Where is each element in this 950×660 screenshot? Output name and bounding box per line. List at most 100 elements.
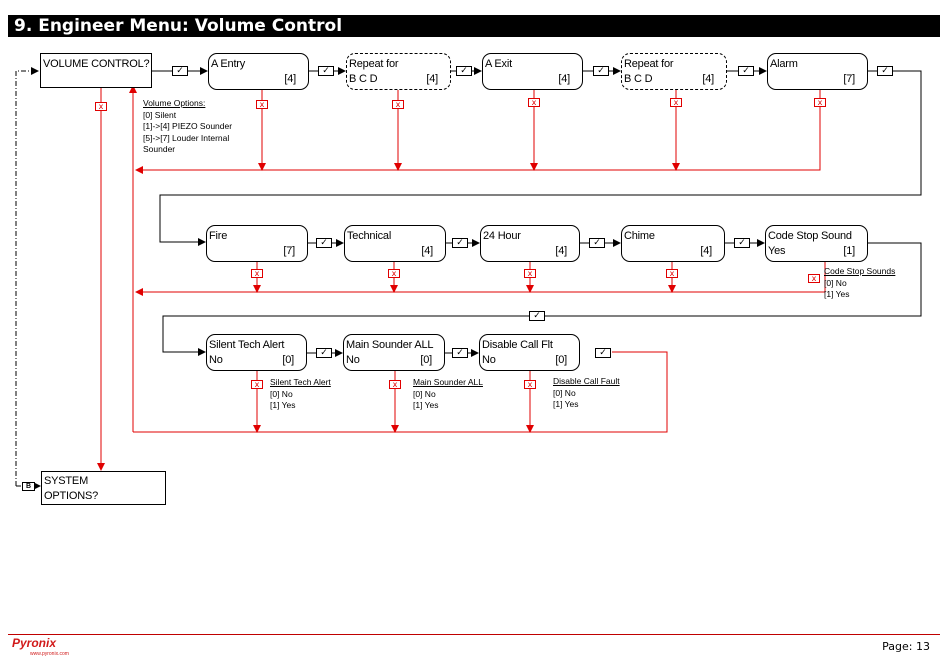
note-silent-tech-alert: Silent Tech Alert [0] No [1] Yes: [270, 377, 331, 412]
brand-url: www.pyronix.com: [30, 651, 69, 657]
menu-box-technical: Technical [4]: [344, 225, 446, 262]
note-volume-options: Volume Options: [0] Silent [1]->[4] PIEZ…: [143, 98, 232, 156]
reject-key-icon: x: [524, 380, 536, 389]
reject-key-icon: x: [666, 269, 678, 278]
accept-key-icon: ✓: [595, 348, 611, 358]
box-label: Technical: [347, 230, 392, 242]
reject-key-icon: x: [808, 274, 820, 283]
box-label: A Entry: [211, 58, 246, 70]
box-value: [4]: [426, 73, 438, 85]
box-label: Code Stop Sound: [768, 230, 852, 242]
reject-key-icon: x: [251, 380, 263, 389]
reject-key-icon: x: [528, 98, 540, 107]
accept-key-icon: ✓: [172, 66, 188, 76]
note-line: [0] No: [553, 387, 576, 398]
accept-key-icon: ✓: [877, 66, 893, 76]
note-title: Main Sounder ALL: [413, 377, 483, 387]
reject-key-icon: x: [670, 98, 682, 107]
reject-key-icon: x: [388, 269, 400, 278]
menu-box-a-entry: A Entry [4]: [208, 53, 309, 90]
note-main-sounder-all: Main Sounder ALL [0] No [1] Yes: [413, 377, 483, 412]
box-value: [7]: [283, 245, 295, 257]
accept-key-icon: ✓: [318, 66, 334, 76]
box-value: [4]: [558, 73, 570, 85]
accept-key-icon: ✓: [734, 238, 750, 248]
note-title: Code Stop Sounds: [824, 266, 896, 276]
box-sublabel: B C D: [624, 73, 653, 85]
box-label: VOLUME CONTROL?: [43, 58, 150, 70]
accept-key-icon: ✓: [529, 311, 545, 321]
box-sublabel: No: [209, 354, 223, 366]
footer-rule: [8, 634, 940, 635]
note-title: Volume Options:: [143, 98, 206, 108]
box-value: [0]: [282, 354, 294, 366]
page-number: Page: 13: [882, 640, 930, 653]
box-label: Silent Tech Alert: [209, 339, 285, 351]
box-sublabel: No: [482, 354, 496, 366]
note-title: Silent Tech Alert: [270, 377, 331, 387]
note-line: [1] Yes: [270, 400, 296, 410]
brand-logo: Pyronix: [12, 636, 57, 650]
accept-key-icon: ✓: [452, 238, 468, 248]
box-label: 24 Hour: [483, 230, 521, 242]
box-value: [0]: [555, 354, 567, 366]
accept-key-icon: ✓: [738, 66, 754, 76]
note-line: [1] Yes: [413, 400, 439, 410]
accept-key-icon: ✓: [593, 66, 609, 76]
box-value: [4]: [555, 245, 567, 257]
box-label: Repeat for: [349, 58, 399, 70]
menu-box-repeat-exit: Repeat for B C D [4]: [621, 53, 727, 90]
note-line: Sounder: [143, 144, 176, 154]
menu-box-disable-call-flt: Disable Call Flt No [0]: [479, 334, 580, 371]
menu-box-repeat-entry: Repeat for B C D [4]: [346, 53, 451, 90]
reject-key-icon: x: [524, 269, 536, 278]
note-disable-call-fault: Disable Call Fault [0] No [1] Yes: [553, 376, 620, 411]
note-line: [0] Silent: [143, 109, 177, 120]
note-line: [1]->[4] PIEZO Sounder: [143, 121, 233, 131]
menu-box-24-hour: 24 Hour [4]: [480, 225, 580, 262]
reject-key-icon: x: [392, 100, 404, 109]
box-value: [4]: [702, 73, 714, 85]
box-label: A Exit: [485, 58, 512, 70]
back-loop: [15, 67, 41, 490]
box-value: [4]: [700, 245, 712, 257]
note-title: Disable Call Fault: [553, 376, 620, 386]
reject-key-icon: x: [389, 380, 401, 389]
box-label: Alarm: [770, 58, 798, 70]
box-label: Chime: [624, 230, 655, 242]
box-value: [0]: [420, 354, 432, 366]
box-label: SYSTEM: [44, 475, 89, 487]
note-line: [0] No: [413, 388, 436, 399]
accept-key-icon: ✓: [589, 238, 605, 248]
box-sublabel: No: [346, 354, 360, 366]
note-line: [0] No: [824, 277, 847, 288]
accept-key-icon: ✓: [452, 348, 468, 358]
reject-key-icon: x: [95, 102, 107, 111]
box-value: [1]: [843, 245, 855, 257]
accept-key-icon: ✓: [316, 348, 332, 358]
note-line: [5]->[7] Louder Internal: [143, 132, 230, 143]
menu-box-main-sounder-all: Main Sounder ALL No [0]: [343, 334, 445, 371]
box-sublabel: OPTIONS?: [44, 490, 99, 502]
note-line: [1] Yes: [824, 289, 850, 299]
menu-box-alarm: Alarm [7]: [767, 53, 868, 90]
box-value: [4]: [421, 245, 433, 257]
menu-box-system-options: SYSTEM OPTIONS?: [41, 471, 166, 505]
menu-box-a-exit: A Exit [4]: [482, 53, 583, 90]
menu-box-code-stop-sound: Code Stop Sound Yes [1]: [765, 225, 868, 262]
note-code-stop-sounds: Code Stop Sounds [0] No [1] Yes: [824, 266, 895, 301]
reject-key-icon: x: [256, 100, 268, 109]
box-label: Repeat for: [624, 58, 674, 70]
note-line: [1] Yes: [553, 399, 579, 409]
box-value: [4]: [284, 73, 296, 85]
box-label: Fire: [209, 230, 228, 242]
box-value: [7]: [843, 73, 855, 85]
menu-box-fire: Fire [7]: [206, 225, 308, 262]
title-bar: 9. Engineer Menu: Volume Control: [8, 15, 940, 37]
menu-box-volume-control: VOLUME CONTROL?: [40, 53, 152, 88]
box-sublabel: B C D: [349, 73, 378, 85]
note-line: [0] No: [270, 388, 293, 399]
row1-accept-arrows: [152, 67, 922, 246]
reject-key-icon: x: [814, 98, 826, 107]
menu-box-chime: Chime [4]: [621, 225, 725, 262]
